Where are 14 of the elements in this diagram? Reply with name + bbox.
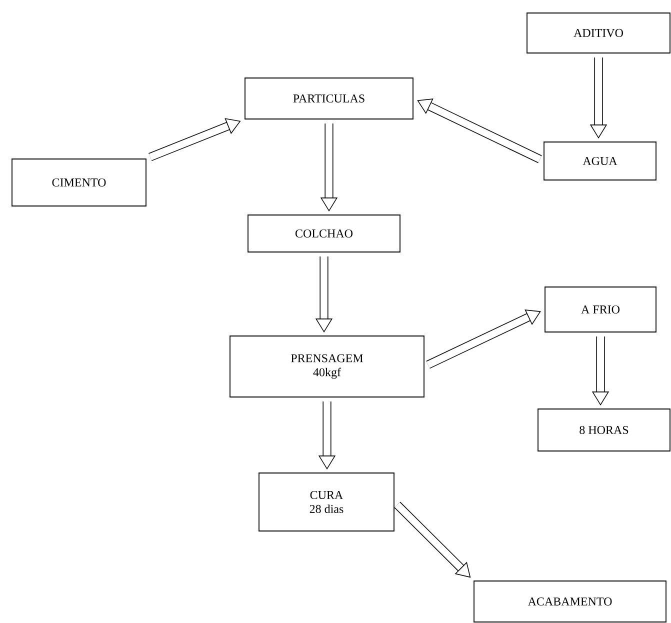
process-box: CURA 28 dias [258, 472, 394, 532]
process-box: AGUA [544, 142, 656, 180]
process-box: PRENSAGEM 40kgf [230, 336, 424, 398]
process-box: ACABAMENTO [474, 580, 666, 622]
block-arrow [148, 118, 241, 162]
block-arrow [417, 98, 542, 164]
process-box: CIMENTO [12, 158, 146, 206]
process-box: COLCHAO [248, 214, 400, 252]
process-box: 8 HORAS [538, 408, 670, 452]
process-box: PARTICULAS [244, 78, 414, 120]
block-arrow [394, 502, 471, 578]
process-box: ADITIVO [526, 12, 670, 54]
process-box: A FRIO [544, 286, 656, 332]
block-arrow [426, 309, 541, 369]
